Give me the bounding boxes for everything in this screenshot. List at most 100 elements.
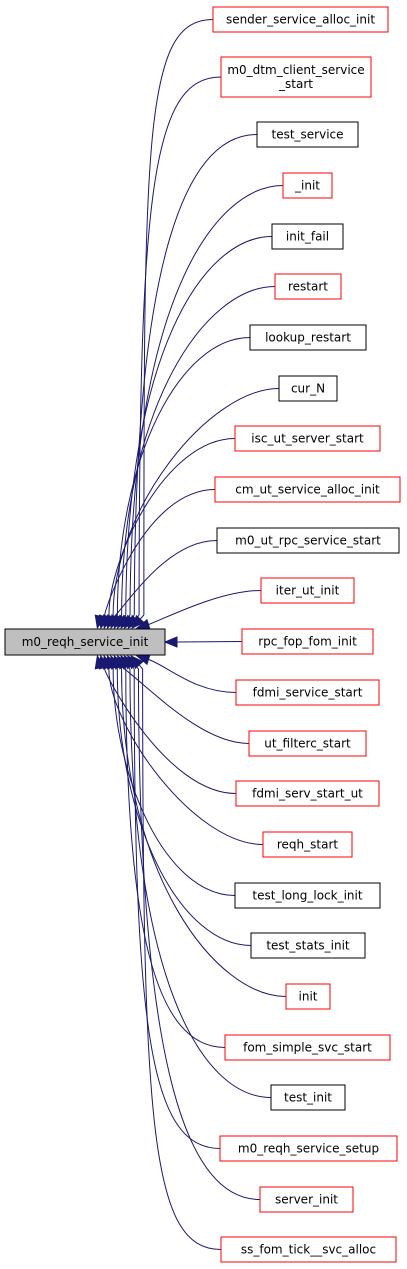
caller-node-box: [219, 1135, 398, 1162]
caller-node-fom-simple-svc-start[interactable]: fom_simple_svc_start: [224, 1034, 391, 1061]
caller-node-box: [212, 6, 389, 33]
call-edge-tail: [139, 614, 145, 620]
call-edge-tail: [138, 664, 143, 670]
caller-node-label: restart: [288, 280, 328, 294]
caller-node-test-stats-init[interactable]: test_stats_init: [250, 932, 366, 959]
caller-node-label: fdmi_serv_start_ut: [252, 787, 363, 801]
caller-node-init[interactable]: init: [285, 983, 331, 1010]
call-edge: [112, 668, 236, 896]
caller-node-ss-fom-tick-svc-alloc[interactable]: ss_fom_tick__svc_alloc: [220, 1236, 397, 1263]
caller-node-isc-ut-server-start[interactable]: isc_ut_server_start: [234, 425, 381, 452]
call-edge: [112, 388, 280, 616]
caller-node-box: [224, 1034, 391, 1061]
caller-node-iter-ut-init[interactable]: iter_ut_init: [260, 577, 355, 604]
caller-node-lookup-restart[interactable]: lookup_restart: [249, 324, 367, 351]
call-edge: [149, 590, 262, 625]
root-node-box: [4, 628, 166, 656]
root-node[interactable]: m0_reqh_service_init: [4, 628, 166, 656]
caller-node-label: test_service: [271, 128, 343, 142]
caller-node-box: [235, 679, 380, 706]
caller-node-restart[interactable]: restart: [274, 273, 342, 300]
caller-node-box: [262, 831, 353, 858]
arrowhead: [163, 636, 178, 648]
call-edge-tail: [123, 614, 127, 619]
call-edge: [108, 438, 236, 616]
call-edge: [143, 19, 214, 616]
caller-node-fdmi-serv-start-ut[interactable]: fdmi_serv_start_ut: [235, 780, 380, 807]
caller-node-box: [241, 628, 374, 655]
caller-node-box: [248, 730, 367, 757]
call-edge-tail: [115, 614, 118, 618]
caller-node-box: [260, 577, 355, 604]
call-edge-tail: [119, 614, 123, 618]
caller-node-label: m0_reqh_service_setup: [238, 1142, 379, 1156]
caller-node-rpc-fop-fom-init[interactable]: rpc_fop_fom_init: [241, 628, 374, 655]
call-edge-tail: [127, 614, 131, 619]
call-edge: [99, 540, 218, 626]
caller-node-box: [235, 780, 380, 807]
caller-node-box: [274, 273, 342, 300]
caller-node-sender-service-alloc-init[interactable]: sender_service_alloc_init: [212, 6, 389, 33]
caller-node-box: [234, 882, 381, 909]
caller-node-box: [220, 56, 372, 98]
caller-node-box: [216, 527, 400, 554]
caller-node-reqh-start[interactable]: reqh_start: [262, 831, 353, 858]
caller-node-box: [285, 983, 331, 1010]
caller-node-init-fail[interactable]: init_fail: [271, 223, 344, 250]
call-edge: [137, 668, 261, 1200]
call-edge: [133, 668, 221, 1149]
call-edge: [149, 659, 237, 693]
call-edge: [116, 337, 251, 616]
caller-node-m0-dtm-client-service-start[interactable]: m0_dtm_client_service_start: [220, 56, 372, 98]
caller-node-label: reqh_start: [277, 838, 339, 852]
call-edge: [116, 668, 252, 946]
caller-node-box: [214, 476, 401, 503]
call-edge: [125, 236, 273, 616]
call-edge: [129, 668, 272, 1098]
root-node-label: m0_reqh_service_init: [22, 635, 149, 649]
caller-node-box: [220, 1236, 397, 1263]
call-edge-tail: [107, 614, 110, 617]
caller-node-box: [256, 121, 359, 148]
call-edge: [142, 668, 222, 1250]
caller-node-cur-n[interactable]: cur_N: [278, 375, 338, 402]
caller-node-server-init[interactable]: server_init: [259, 1186, 354, 1213]
caller-node-cm-ut-service-alloc-init[interactable]: cm_ut_service_alloc_init: [214, 476, 401, 503]
caller-node-label: server_init: [275, 1193, 338, 1207]
edges-layer: [94, 19, 287, 1250]
caller-node-label: init_fail: [286, 230, 329, 244]
caller-node-label: fom_simple_svc_start: [243, 1041, 372, 1055]
caller-node-box: [259, 1186, 354, 1213]
caller-node-label: lookup_restart: [265, 331, 351, 345]
caller-node-m0-reqh-service-setup[interactable]: m0_reqh_service_setup: [219, 1135, 398, 1162]
caller-node-label: _start: [278, 77, 313, 91]
call-edge: [108, 668, 264, 845]
caller-node-label: m0_dtm_client_service: [227, 63, 364, 77]
caller-node-label: iter_ut_init: [276, 584, 340, 598]
caller-node-ut-filterc-start[interactable]: ut_filterc_start: [248, 730, 367, 757]
caller-node-label: ut_filterc_start: [264, 737, 351, 751]
call-edge-tail: [111, 614, 114, 618]
caller-node-test-service[interactable]: test_service: [256, 121, 359, 148]
caller-node-label: init: [299, 990, 318, 1004]
caller-nodes-layer: sender_service_alloc_init m0_dtm_client_s…: [212, 6, 401, 1263]
caller-node-label: test_init: [284, 1091, 332, 1105]
caller-node-test-init[interactable]: test_init: [270, 1084, 346, 1111]
caller-node-label: isc_ut_server_start: [251, 432, 364, 446]
caller-node-label: sender_service_alloc_init: [226, 13, 375, 27]
call-edge-tail: [135, 614, 140, 620]
caller-node-label: m0_ut_rpc_service_start: [235, 534, 381, 548]
caller-node-box: [250, 932, 366, 959]
call-edge: [104, 668, 237, 794]
caller-node-label: rpc_fop_fom_init: [258, 635, 357, 649]
call-edge-tail: [131, 614, 135, 619]
caller-node-init[interactable]: _init: [282, 172, 333, 199]
caller-node-m0-ut-rpc-service-start[interactable]: m0_ut_rpc_service_start: [216, 527, 400, 554]
call-edge: [104, 489, 216, 616]
caller-node-box: [282, 172, 333, 199]
caller-node-label: _init: [294, 179, 320, 193]
caller-node-test-long-lock-init[interactable]: test_long_lock_init: [234, 882, 381, 909]
caller-node-fdmi-service-start[interactable]: fdmi_service_start: [235, 679, 380, 706]
caller-node-label: cm_ut_service_alloc_init: [235, 483, 380, 497]
call-edge: [121, 286, 276, 616]
